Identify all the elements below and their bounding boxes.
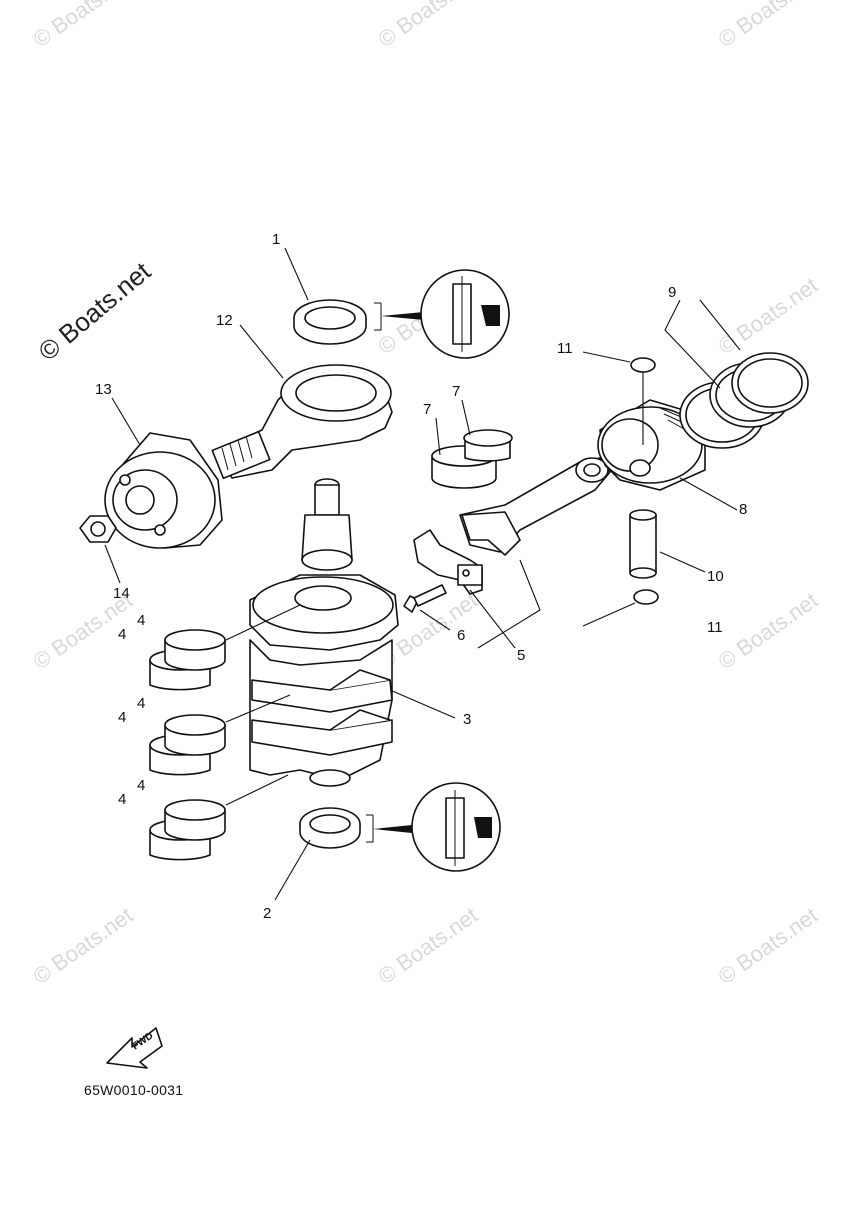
callout-12: 12 [216,312,233,329]
callout-4: 4 [137,695,145,712]
leader-lines [104,247,741,901]
oil-seal-top [293,299,367,345]
watermark-main: © Boats.net [33,256,157,367]
callout-4: 4 [118,626,126,643]
oil-seal-bottom [299,807,361,849]
hub-nut [79,515,117,543]
callout-3: 3 [463,711,471,728]
callout-13: 13 [95,381,112,398]
callout-7: 7 [452,383,460,400]
pointer [373,825,412,833]
callout-4: 4 [118,791,126,808]
callout-11: 11 [557,340,573,357]
callout-7: 7 [423,401,431,418]
rod-bolt [403,584,447,613]
callout-11: 11 [707,619,723,636]
callout-8: 8 [739,501,747,518]
piston-pin [629,509,657,579]
pin-clip [630,357,656,373]
callout-1: 1 [272,231,280,248]
bracket [366,814,374,843]
watermark: © Boats.net [29,902,138,989]
callout-10: 10 [707,568,724,585]
flywheel-hub [104,432,223,549]
crankshaft [249,478,399,787]
main-bearing [149,799,226,861]
coupling-gear [211,364,393,480]
callout-9: 9 [668,284,676,301]
grease-callout-bottom [411,782,501,872]
bracket [374,302,382,331]
pointer [381,312,424,320]
bearing-half [463,429,513,462]
callout-labels: 1 2 3 4 4 4 4 4 4 5 6 7 7 8 9 10 11 11 1… [95,231,747,922]
watermark: © Boats.net [714,902,823,989]
watermark: © Boats.net [374,902,483,989]
main-bearing [149,629,226,691]
watermark: © Boats.net [374,0,483,52]
main-bearing [149,714,226,776]
callout-5: 5 [517,647,525,664]
grease-callout-top [420,269,510,359]
callout-4: 4 [137,777,145,794]
callout-14: 14 [113,585,130,602]
watermark: © Boats.net [714,587,823,674]
piston [597,399,706,491]
fwd-arrow-icon: FWD [106,1027,163,1069]
watermark: © Boats.net [714,272,823,359]
rod-cap [413,529,483,595]
watermark: © Boats.net [714,0,823,52]
callout-4: 4 [118,709,126,726]
connecting-rod [459,457,611,556]
diagram-code: 65W0010-0031 [84,1082,184,1098]
callout-6: 6 [457,627,465,644]
callout-4: 4 [137,612,145,629]
callout-2: 2 [263,905,271,922]
pin-clip [633,589,659,605]
watermark: © Boats.net [29,0,138,52]
piston-rings [679,352,809,449]
